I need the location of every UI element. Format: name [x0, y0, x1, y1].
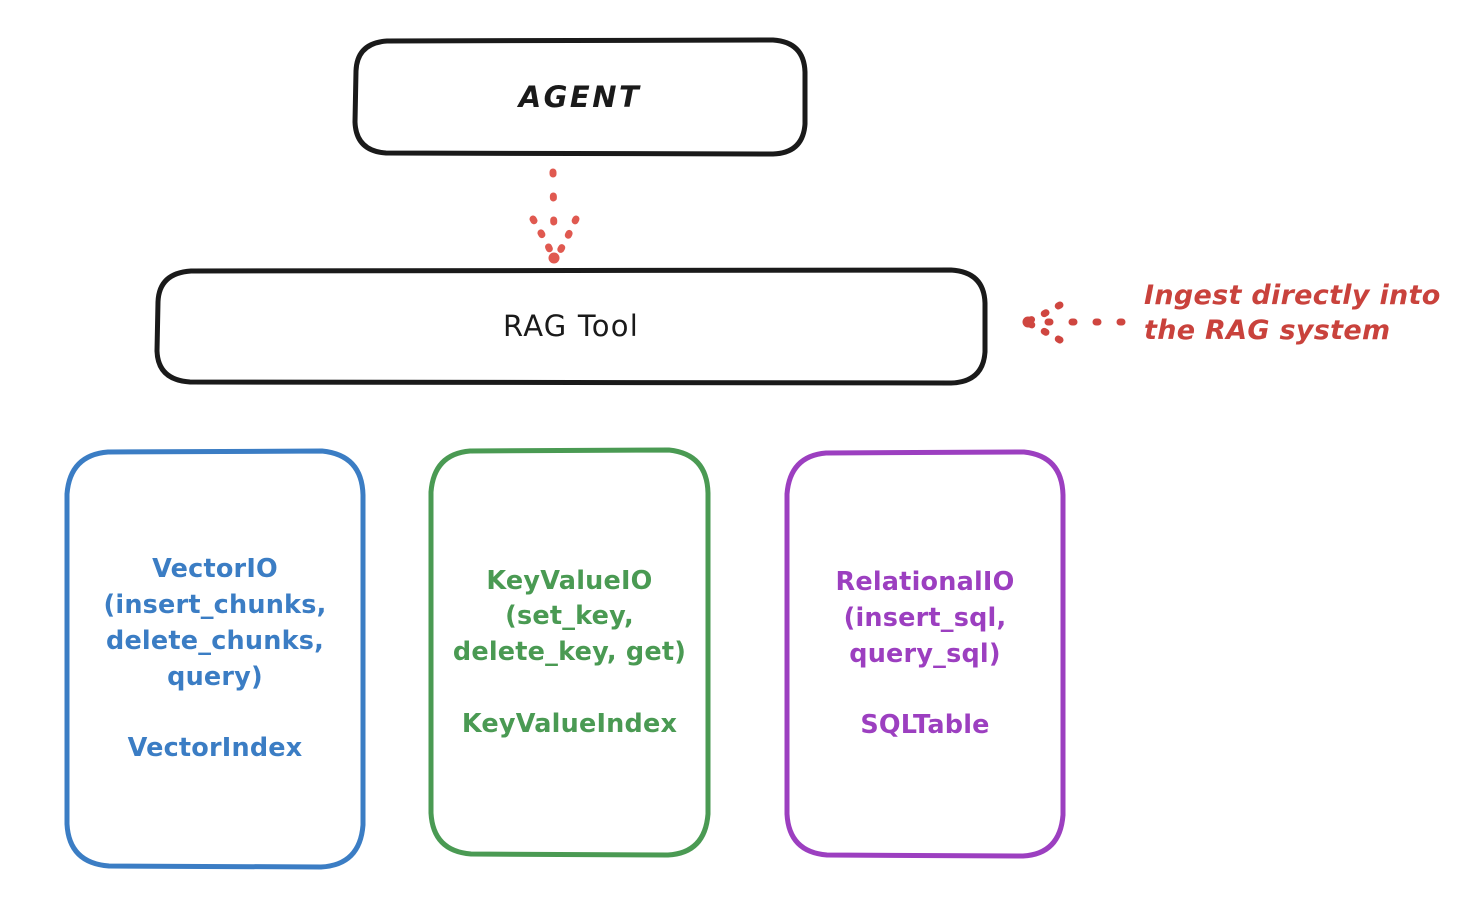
node-agent[interactable]: AGENT: [352, 37, 808, 157]
rag-tool-label: RAG Tool: [503, 309, 639, 344]
vector-io-box-outline: [64, 448, 366, 870]
vector-io-label: VectorIO (insert_chunks, delete_chunks, …: [103, 554, 327, 763]
annotation-ingest-directly: Ingest directly into the RAG system: [1144, 280, 1441, 347]
relational-io-label: RelationalIO (insert_sql, query_sql) SQL…: [835, 567, 1015, 741]
node-keyvalue-io[interactable]: KeyValueIO (set_key, delete_key, get) Ke…: [428, 447, 711, 858]
agent-box-outline: [352, 37, 808, 157]
relational-io-box-outline: [784, 449, 1066, 859]
keyvalue-io-label: KeyValueIO (set_key, delete_key, get) Ke…: [452, 565, 687, 739]
connector-agent-to-rag-tool: [529, 168, 580, 264]
agent-label: AGENT: [518, 79, 642, 114]
connector-ingest-to-rag-tool: [1022, 301, 1126, 344]
node-relational-io[interactable]: RelationalIO (insert_sql, query_sql) SQL…: [784, 449, 1066, 859]
keyvalue-io-box-outline: [428, 447, 711, 858]
rag-tool-box-outline: [154, 267, 988, 386]
node-vector-io[interactable]: VectorIO (insert_chunks, delete_chunks, …: [64, 448, 366, 870]
node-rag-tool[interactable]: RAG Tool: [154, 267, 988, 386]
